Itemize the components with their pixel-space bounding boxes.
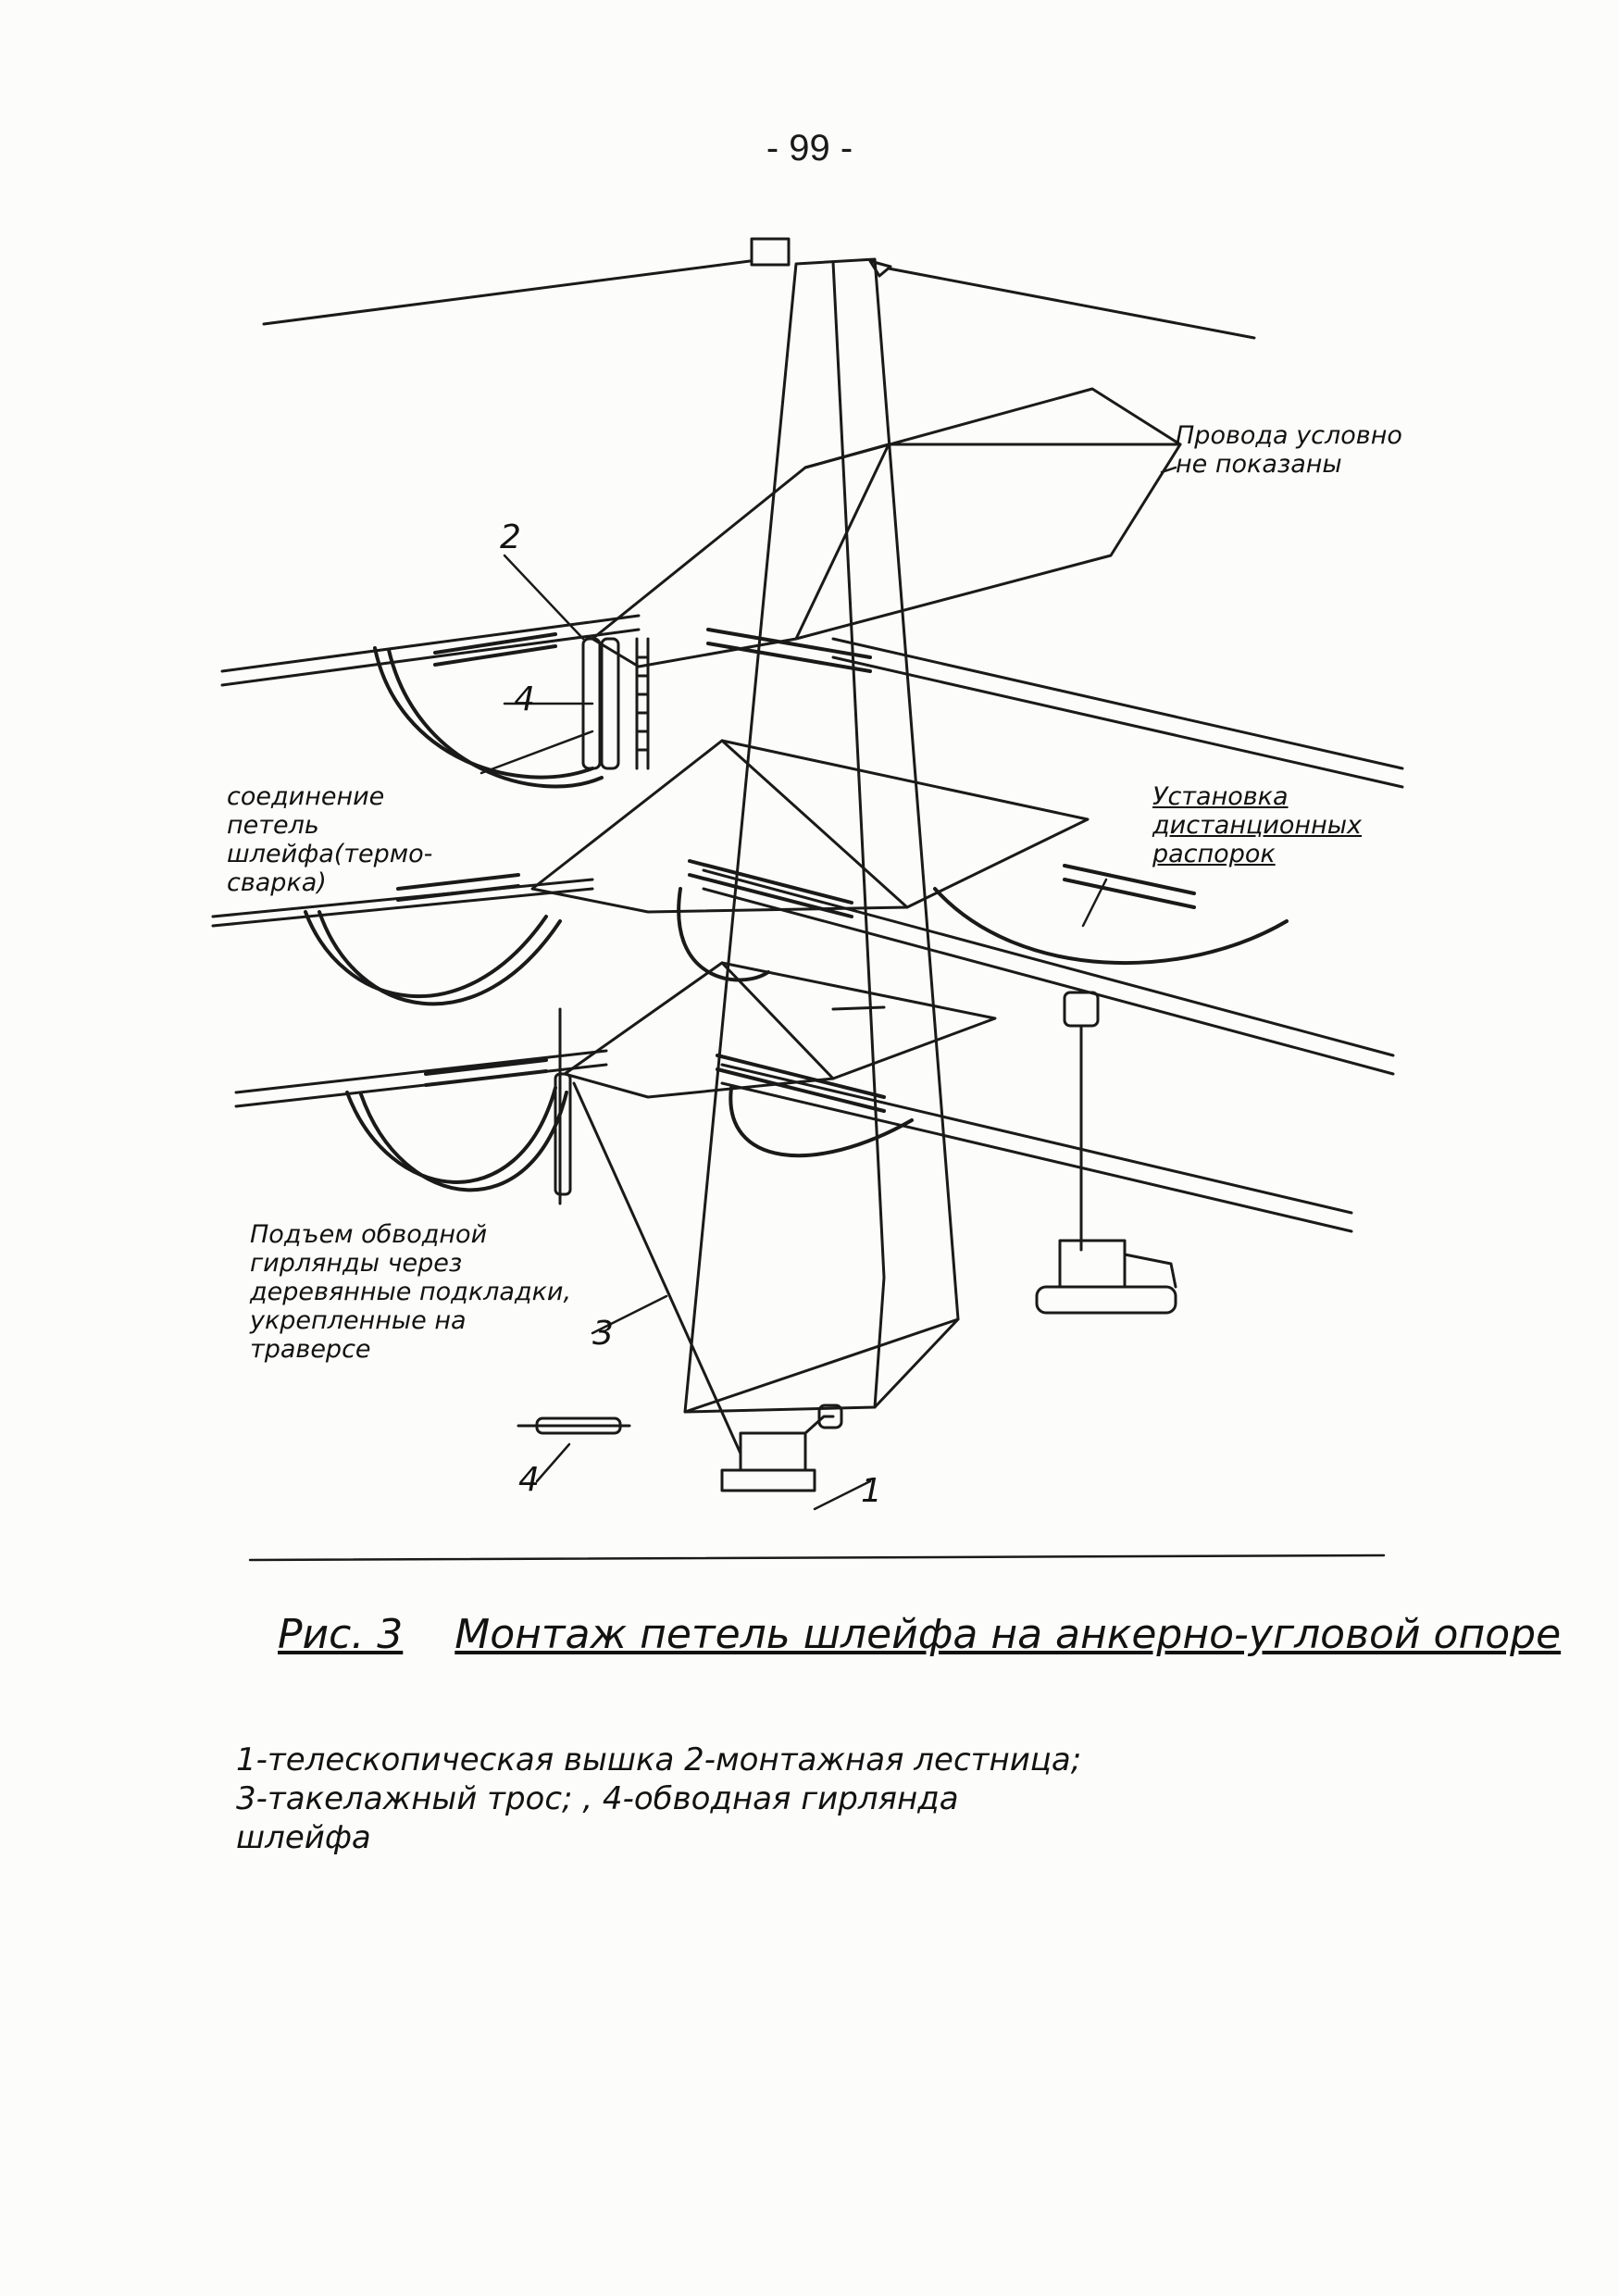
- page-number: - 99 -: [766, 128, 853, 168]
- jumper-loops: [304, 646, 1289, 1192]
- ground-wire: [262, 237, 1256, 340]
- caption-title: Монтаж петель шлейфа на анкерно-угловой …: [455, 1611, 1562, 1658]
- insulator-strings: [396, 628, 1196, 1113]
- leader-lines: [479, 466, 1177, 1511]
- wires-note-text: Провода условно не показаны: [1176, 421, 1402, 479]
- callout-4-upper: 4: [514, 680, 535, 718]
- garland-item: [517, 1416, 631, 1435]
- figure-caption: Рис. 3 Монтаж петель шлейфа на анкерно-у…: [278, 1611, 1561, 1658]
- callout-1: 1: [861, 1472, 882, 1510]
- crane-vehicle-right: [1035, 991, 1177, 1315]
- ladder: [635, 637, 650, 770]
- telescopic-vehicle-left: [720, 1404, 843, 1492]
- spacer-install-label: Установка дистанционных распорок: [1152, 782, 1402, 868]
- upper-crossarm: [591, 387, 1182, 668]
- loop-joint-label: соединение петель шлейфа(термо-сварка): [227, 782, 481, 897]
- middle-crossarm: [530, 739, 1090, 914]
- wires-note-label: Провода условно не показаны: [1176, 421, 1407, 479]
- callout-2: 2: [500, 518, 521, 556]
- loop-joint-text: соединение петель шлейфа(термо-сварка): [227, 782, 433, 897]
- figure-legend: 1-телескопическая вышка 2-монтажная лест…: [236, 1741, 1347, 1857]
- callout-4-lower: 4: [518, 1461, 540, 1499]
- garland-lift-text: Подъем обводной гирлянды через деревянны…: [250, 1220, 572, 1364]
- spacer-install-text: Установка дистанционных распорок: [1152, 782, 1363, 868]
- legend-line-2: 3-такелажный трос; , 4-обводная гирлянда: [236, 1780, 959, 1817]
- caption-prefix: Рис. 3: [278, 1611, 404, 1658]
- legend-line-3: шлейфа: [236, 1819, 371, 1856]
- callout-3: 3: [592, 1315, 614, 1353]
- legend-line-1: 1-телескопическая вышка 2-монтажная лест…: [236, 1741, 1082, 1778]
- right-conductors: [702, 637, 1404, 1233]
- rigging-rope: [572, 1081, 742, 1455]
- figure-separator: [248, 1554, 1386, 1562]
- tower-body: [683, 257, 960, 1414]
- lower-crossarm: [563, 961, 997, 1099]
- lower-garland: [554, 1007, 572, 1205]
- garland-lift-label: Подъем обводной гирлянды через деревянны…: [250, 1220, 592, 1364]
